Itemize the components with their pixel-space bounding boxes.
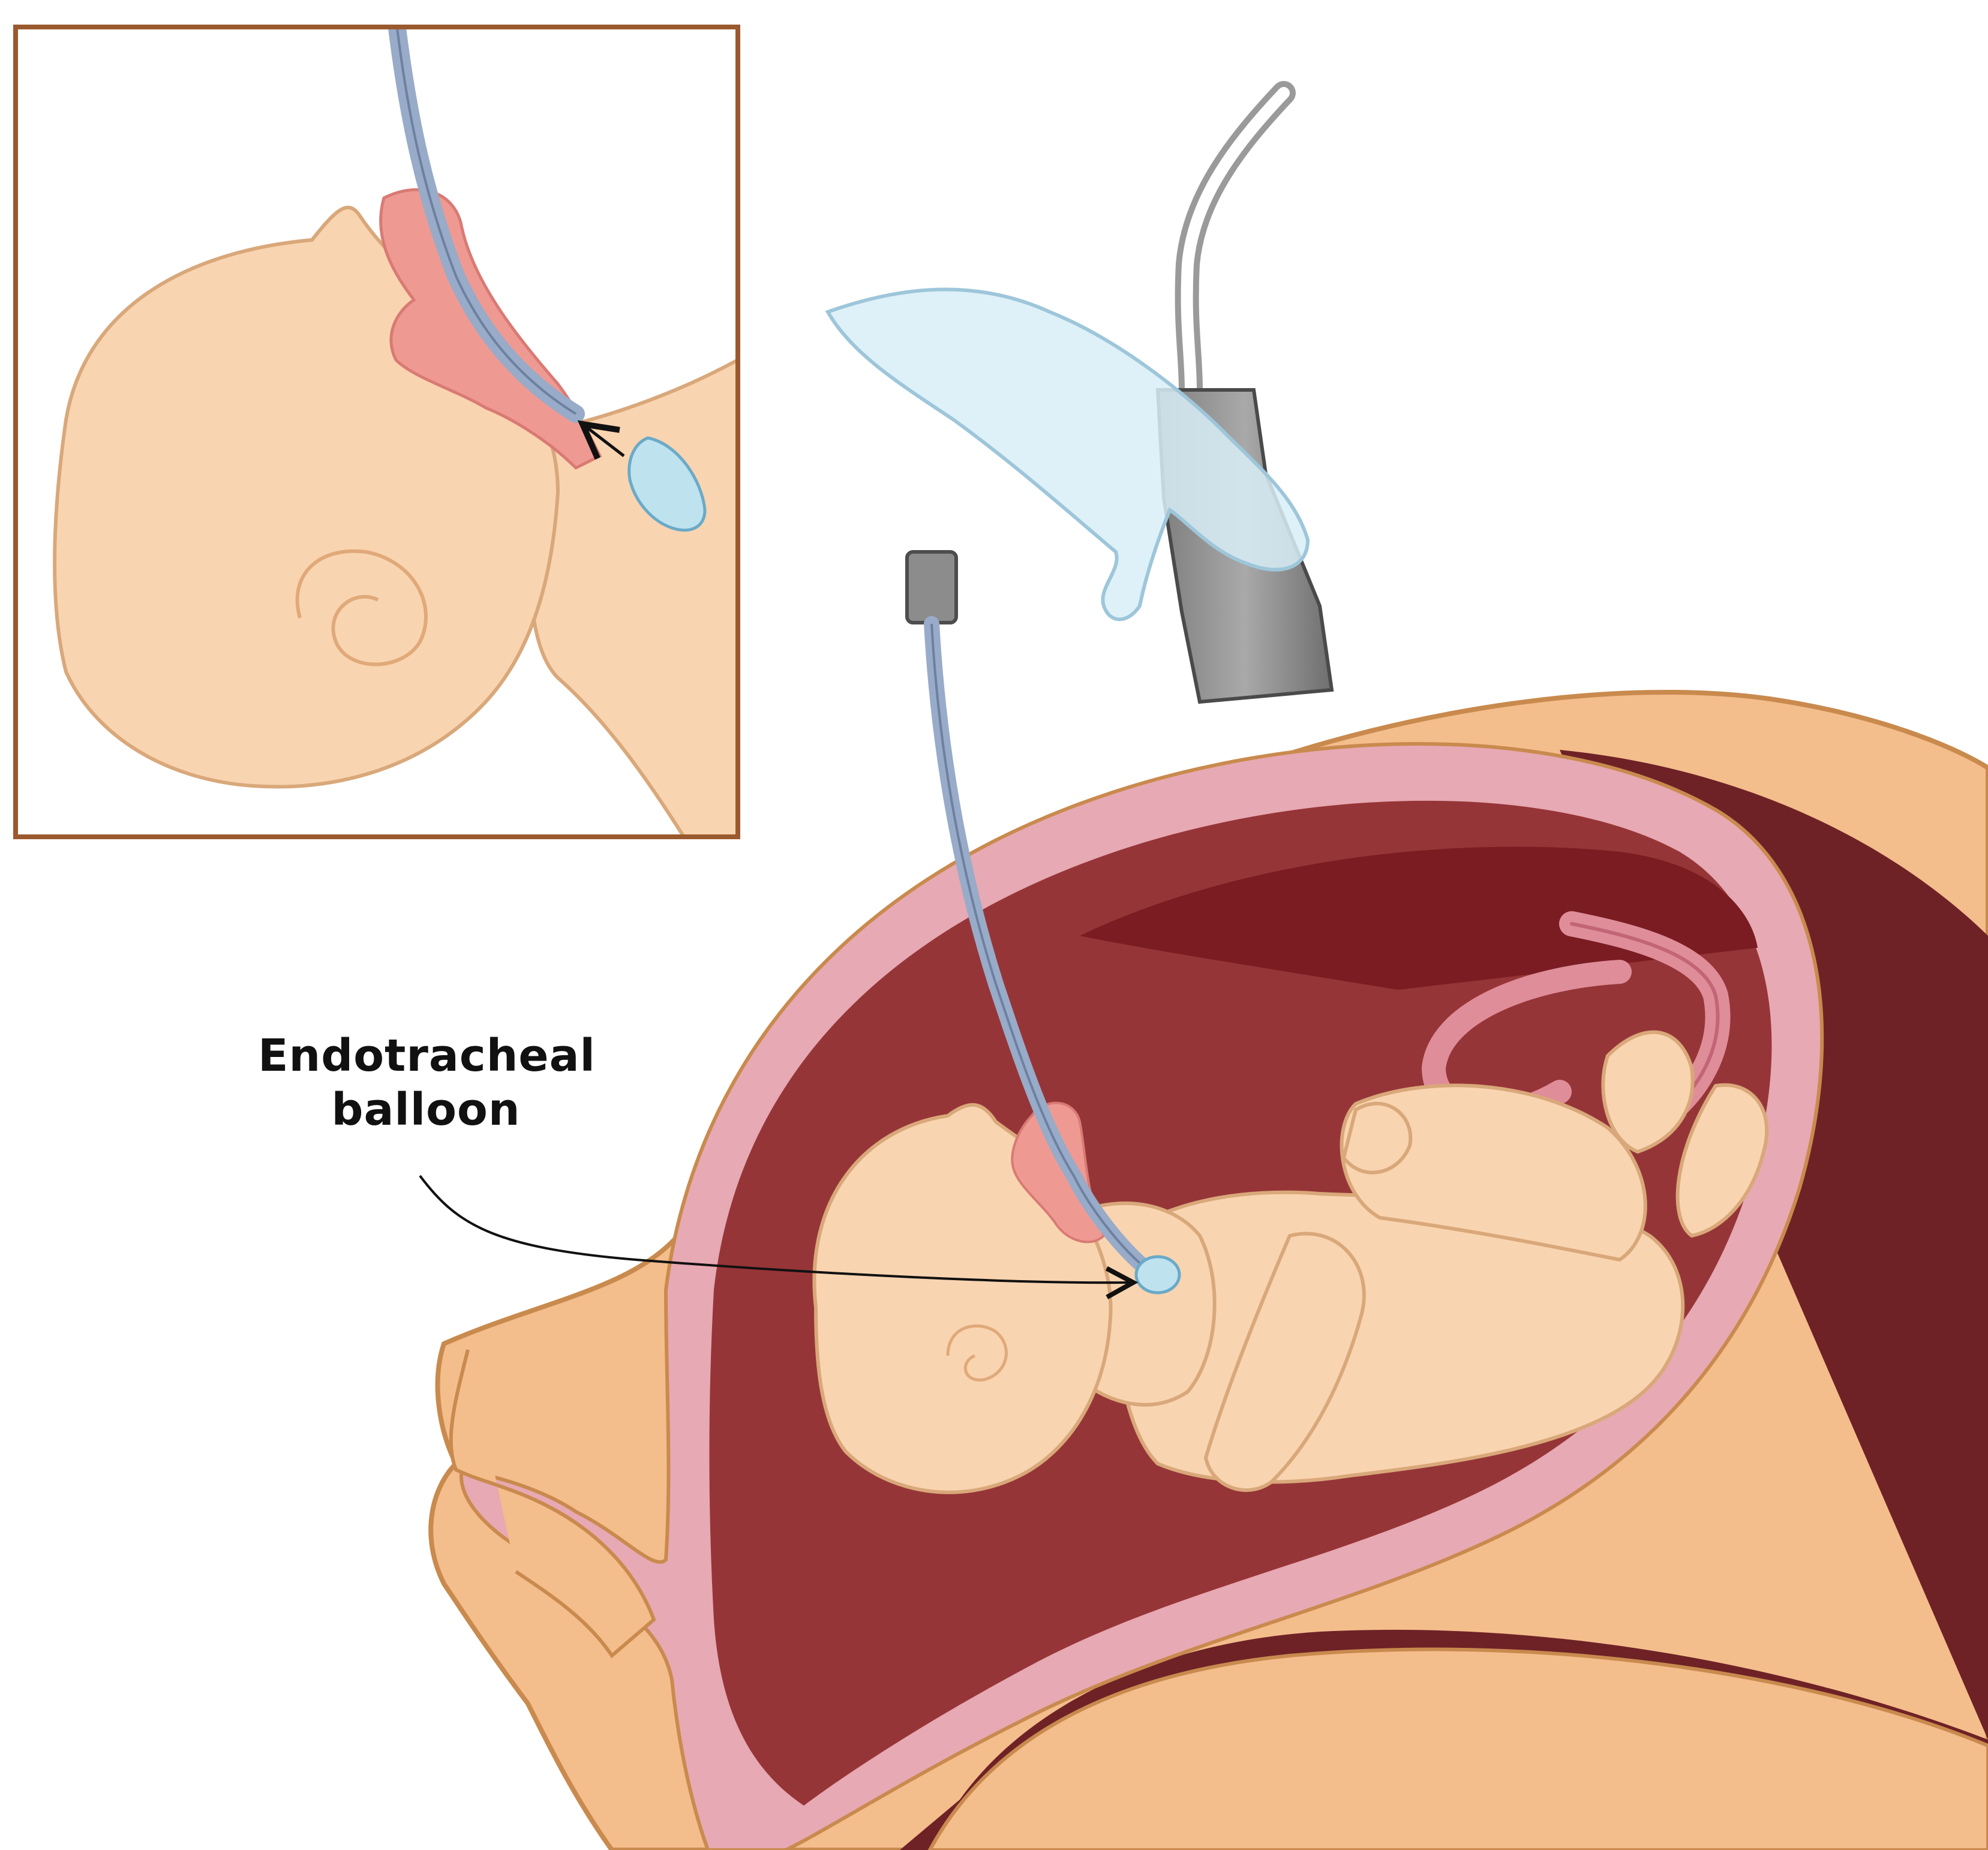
- tube-connector-icon: [907, 552, 956, 623]
- endotracheal-balloon-label-line1: Endotracheal: [258, 1029, 594, 1083]
- magnified-inset: [16, 18, 738, 837]
- balloon-icon: [1136, 1257, 1179, 1293]
- ultrasound-assembly: [828, 93, 1332, 702]
- endotracheal-balloon-label: Endotracheal balloon: [258, 1029, 594, 1137]
- endotracheal-balloon-label-line2: balloon: [258, 1083, 594, 1137]
- fetal-hand: [1344, 1104, 1410, 1173]
- ultrasound-cable: [1187, 93, 1284, 390]
